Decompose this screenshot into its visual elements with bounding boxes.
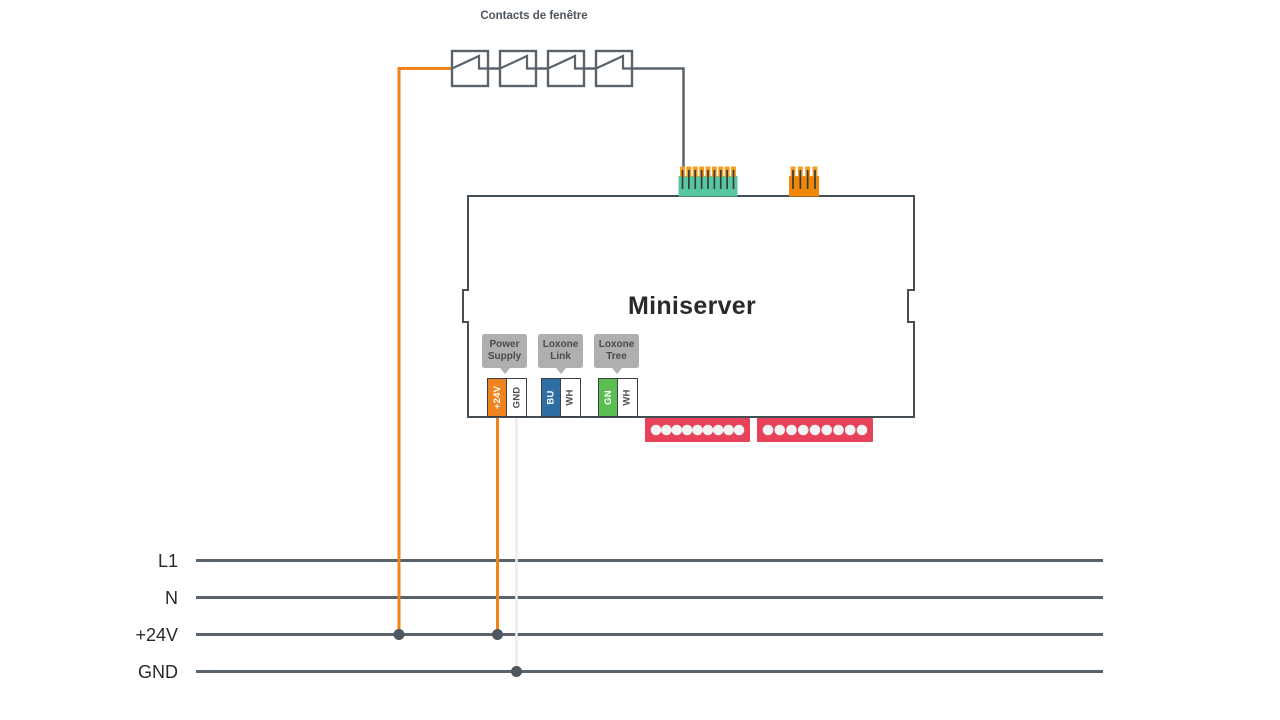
terminal-label: GN [603, 390, 614, 405]
window-contact-switch-4 [594, 49, 634, 88]
relay-strip-left [645, 418, 750, 442]
tooltip-line: Power [489, 339, 520, 350]
tooltip-loxone-tree: Loxone Tree [594, 334, 639, 374]
terminal-label: BU [546, 390, 557, 405]
tooltip-pointer [611, 368, 622, 374]
tooltip-line: Loxone [542, 339, 579, 350]
bus-lines [196, 559, 1103, 673]
tooltip-power-supply: Power Supply [482, 334, 527, 374]
window-contacts-label: Contacts de fenêtre [480, 10, 588, 22]
terminal-gnd: GND [506, 378, 527, 417]
terminal-24v: +24V [487, 378, 508, 417]
tooltip-line: Tree [606, 351, 627, 362]
terminal-label: +24V [492, 385, 504, 410]
power-input-connector [789, 166, 819, 197]
bus-label-n: N [165, 587, 178, 608]
terminal-link-bu: BU [541, 378, 562, 417]
tooltip-loxone-link: Loxone Link [538, 334, 583, 374]
terminal-label: GND [511, 386, 522, 409]
power-input-pins [790, 166, 818, 189]
wire-24v-to-contacts [397, 67, 452, 635]
tooltip-line: Loxone [598, 339, 635, 350]
tooltip-pointer [555, 368, 566, 374]
bus-label-gnd: GND [138, 661, 178, 682]
tooltip-pointer [499, 368, 510, 374]
relay-strip-right-holes [762, 424, 868, 436]
bus-label-l1: L1 [157, 550, 178, 571]
terminal-tree-wh: WH [617, 378, 638, 417]
terminal-link-wh: WH [560, 378, 581, 417]
window-contact-switch-2 [498, 49, 538, 88]
junction-dot-24v-left [393, 629, 405, 640]
terminal-label: WH [621, 389, 633, 406]
relay-strip-left-holes [650, 424, 745, 436]
window-contact-switch-1 [450, 49, 490, 88]
digital-input-pins [680, 166, 736, 189]
terminal-label: WH [564, 389, 576, 406]
relay-strip-right [757, 418, 873, 442]
digital-input-connector [678, 166, 738, 197]
terminal-tree-gn: GN [598, 378, 619, 417]
window-contact-switch-3 [546, 49, 586, 88]
bus-label-24v: +24V [135, 624, 178, 645]
junction-dot-gnd [511, 666, 522, 677]
miniserver-title: Miniserver [627, 292, 757, 320]
tooltip-line: Supply [487, 351, 522, 362]
tooltip-line: Link [550, 351, 571, 362]
junction-dot-24v-right [492, 629, 503, 640]
